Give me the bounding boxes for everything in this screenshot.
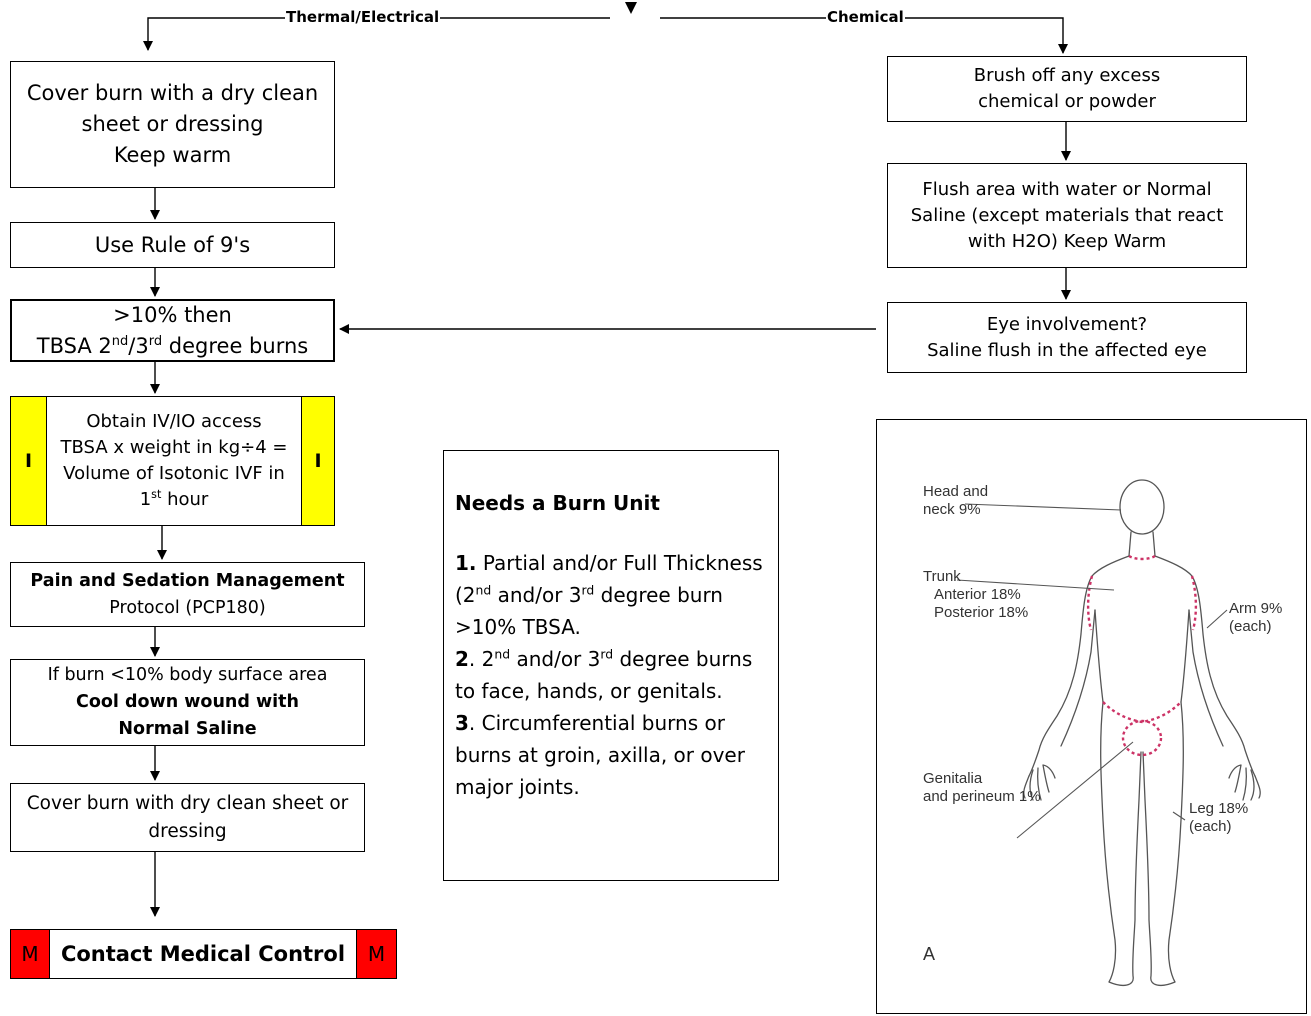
iv-access-box: Obtain IV/IO access TBSA x weight in kg÷… [46, 396, 302, 526]
branch-label-thermal: Thermal/Electrical [285, 8, 441, 26]
cover2-line-1: Cover burn with dry clean sheet or [26, 792, 349, 814]
label-arm-line-2: (each) [1229, 618, 1272, 635]
iv-line-4-sup: st [151, 488, 162, 501]
cool-line-1: If burn <10% body surface area [47, 665, 328, 685]
brush-line-1: Brush off any excess [973, 65, 1161, 86]
pain-bold-line: Pain and Sedation Management [30, 570, 345, 591]
burn-unit-title: Needs a Burn Unit [455, 491, 660, 515]
body-outline-drawing [956, 479, 1261, 987]
flush-line-3: with H2O) Keep Warm [967, 230, 1167, 252]
item3-a: . Circumferential burns or burns at groi… [455, 711, 745, 799]
item2-num: 2 [455, 647, 469, 671]
iv-line-2: TBSA x weight in kg÷4 = [60, 437, 288, 458]
contact-medical-control-box: Contact Medical Control [49, 929, 357, 979]
item1-sup2: rd [581, 582, 595, 598]
eye-line-1: Eye involvement? [986, 313, 1148, 335]
iv-badge-right: I [301, 396, 335, 526]
tbsa-sup-1: nd [111, 333, 129, 349]
label-leg-line-2: (each) [1189, 818, 1232, 835]
branch-label-chemical: Chemical [826, 8, 905, 26]
rule-of-nines-text: Use Rule of 9's [94, 232, 251, 257]
item1-num: 1. [455, 551, 477, 575]
label-leg: Leg 18% (each) [1189, 800, 1248, 836]
burn-unit-criteria-box: Needs a Burn Unit 1. Partial and/or Full… [443, 450, 779, 881]
burn-unit-item-3: 3. Circumferential burns or burns at gro… [455, 707, 768, 803]
iv-line-3: Volume of Isotonic IVF in [63, 463, 285, 484]
burn-unit-item-2: 2. 2nd and/or 3rd degree burns to face, … [455, 643, 768, 707]
iv-line-1: Obtain IV/IO access [86, 411, 262, 432]
iv-badge-left: I [10, 396, 47, 526]
item1-c: degree burn >10% TBSA. [455, 583, 723, 639]
eye-line-2: Saline flush in the affected eye [927, 339, 1207, 361]
rule-of-nines-box: Use Rule of 9's [10, 222, 335, 268]
iv-line-4-post: hour [161, 489, 209, 510]
cover-burn-line-2: sheet or dressing [81, 112, 264, 136]
label-arm-line-1: Arm 9% [1229, 600, 1283, 617]
item1-b: and/or 3 [491, 583, 582, 607]
pain-sedation-box: Pain and Sedation Management Protocol (P… [10, 562, 365, 627]
rule-of-nines-figure: Head and neck 9% Trunk Anterior 18% Post… [876, 419, 1307, 1014]
item2-sup2: rd [600, 646, 614, 662]
cover-burn-line-1: Cover burn with a dry clean [26, 81, 319, 105]
label-genitalia-line-2: and perineum 1% [923, 788, 1041, 805]
cover-burn-line-3: Keep warm [113, 143, 232, 167]
tbsa-line-1: >10% then [113, 302, 232, 327]
burn-unit-item-1: 1. Partial and/or Full Thickness (2nd an… [455, 547, 768, 643]
label-leg-line-1: Leg 18% [1189, 800, 1249, 817]
pain-normal-line: Protocol (PCP180) [109, 597, 266, 618]
eye-involvement-box: Eye involvement? Saline flush in the aff… [887, 302, 1247, 373]
medical-control-badge-right: M [356, 929, 397, 979]
brush-off-box: Brush off any excess chemical or powder [887, 56, 1247, 122]
label-head-neck: Head and neck 9% [923, 483, 988, 519]
flush-line-2: Saline (except materials that react [910, 204, 1224, 226]
flush-area-box: Flush area with water or Normal Saline (… [887, 163, 1247, 268]
cool-line-2: Cool down wound with [76, 692, 299, 712]
item2-sup1: nd [494, 646, 511, 662]
cool-line-3: Normal Saline [118, 719, 257, 739]
label-arm: Arm 9% (each) [1229, 600, 1282, 636]
flush-line-1: Flush area with water or Normal [922, 178, 1212, 200]
item2-c: degree burns to face, hands, or genitals… [455, 647, 753, 703]
tbsa-sup-2: rd [148, 333, 163, 349]
label-posterior: Posterior 18% [934, 604, 1029, 621]
item2-b: and/or 3 [510, 647, 601, 671]
panel-label: A [923, 944, 936, 964]
label-head-line-1: Head and [923, 483, 989, 500]
iv-line-4: 1st hour [140, 487, 209, 513]
cover-burn-dry2-box: Cover burn with dry clean sheet or dress… [10, 783, 365, 852]
label-genitalia-line-1: Genitalia [923, 770, 983, 787]
label-head-line-2: neck 9% [923, 501, 981, 518]
tbsa-pre: TBSA 2 [36, 333, 112, 358]
item2-a: . 2 [468, 647, 495, 671]
label-anterior: Anterior 18% [934, 586, 1021, 603]
cover-burn-dry-box: Cover burn with a dry clean sheet or dre… [10, 61, 335, 188]
label-genitalia: Genitalia and perineum 1% [923, 770, 1041, 806]
tbsa-post: degree burns [162, 333, 309, 358]
brush-line-2: chemical or powder [978, 91, 1156, 112]
label-trunk: Trunk [923, 568, 961, 585]
tbsa-mid: /3 [128, 333, 149, 358]
contact-medical-control-text: Contact Medical Control [60, 942, 346, 966]
label-trunk-percent: Anterior 18% Posterior 18% [934, 586, 1028, 622]
item1-a: Partial and/or Full Thickness (2 [455, 551, 763, 607]
item1-sup1: nd [475, 582, 492, 598]
cool-down-box: If burn <10% body surface area Cool down… [10, 659, 365, 746]
tbsa-box: >10% then TBSA 2nd/3rd degree burns [10, 299, 335, 362]
item3-num: 3 [455, 711, 469, 735]
tbsa-line-2: TBSA 2nd/3rd degree burns [37, 331, 308, 362]
medical-control-badge-left: M [10, 929, 50, 979]
iv-line-4-num: 1 [139, 489, 152, 510]
cover2-line-2: dressing [148, 820, 227, 842]
